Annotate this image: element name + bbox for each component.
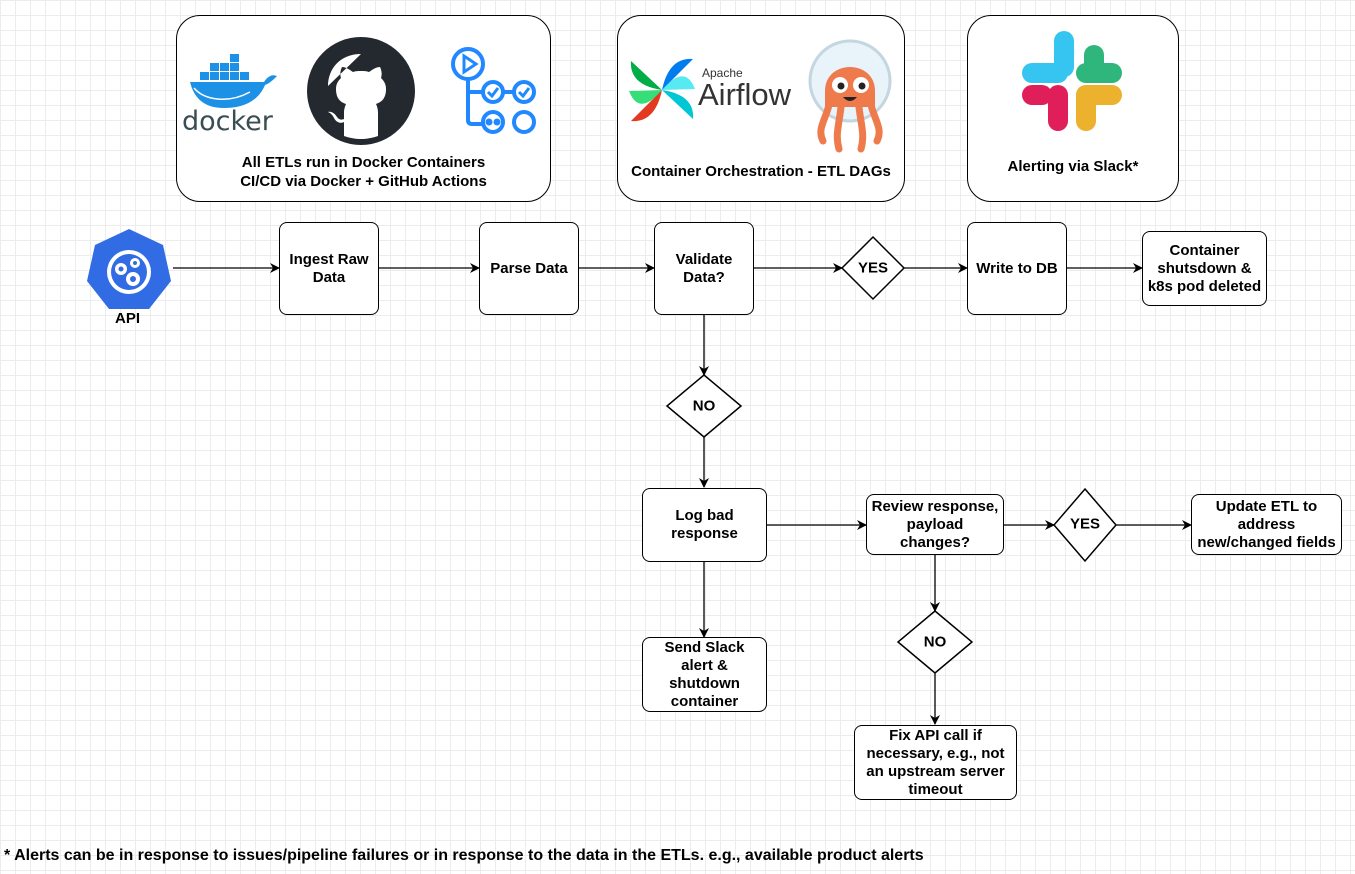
orchestration-panel-label: Container Orchestration - ETL DAGs (631, 163, 891, 180)
argo-octopus-icon (803, 37, 898, 155)
footnote: * Alerts can be in response to issues/pi… (4, 847, 924, 864)
update-etl-step: Update ETL to address new/changed fields (1191, 494, 1342, 555)
kubernetes-icon (84, 227, 174, 313)
docker-icon: docker (180, 52, 280, 137)
yes-label-1: YES (857, 259, 889, 277)
ingest-raw-data-step: Ingest Raw Data (279, 222, 379, 315)
no-label-2: NO (923, 633, 947, 651)
airflow-apache-text: Apache (702, 66, 743, 80)
github-actions-icon (448, 42, 543, 137)
validate-data-step: Validate Data? (654, 222, 754, 315)
no-decision-1 (665, 374, 743, 438)
yes-decision-1 (840, 235, 906, 301)
airflow-pinwheel-icon (627, 55, 697, 125)
cicd-panel-line1: All ETLs run in Docker Containers (241, 154, 486, 171)
yes-label-2: YES (1069, 515, 1101, 533)
alerting-panel-label: Alerting via Slack* (1007, 158, 1139, 175)
github-icon (306, 36, 416, 146)
api-label: API (115, 310, 141, 327)
send-slack-alert-step: Send Slack alert & shutdown container (642, 637, 767, 712)
parse-data-step: Parse Data (479, 222, 579, 315)
yes-decision-2 (1053, 487, 1117, 563)
log-bad-response-step: Log bad response (642, 488, 767, 562)
cicd-panel-line2: CI/CD via Docker + GitHub Actions (240, 173, 487, 190)
no-decision-2 (896, 610, 974, 674)
write-to-db-step: Write to DB (967, 222, 1067, 315)
slack-icon (1020, 29, 1124, 133)
svg-text:docker: docker (182, 106, 274, 137)
fix-api-call-step: Fix API call if necessary, e.g., not an … (854, 725, 1017, 800)
container-shutdown-step: Container shutsdown & k8s pod deleted (1142, 231, 1267, 306)
airflow-logo-text: Airflow (698, 77, 792, 112)
review-response-step: Review response, payload changes? (866, 494, 1004, 555)
no-label-1: NO (692, 397, 716, 415)
